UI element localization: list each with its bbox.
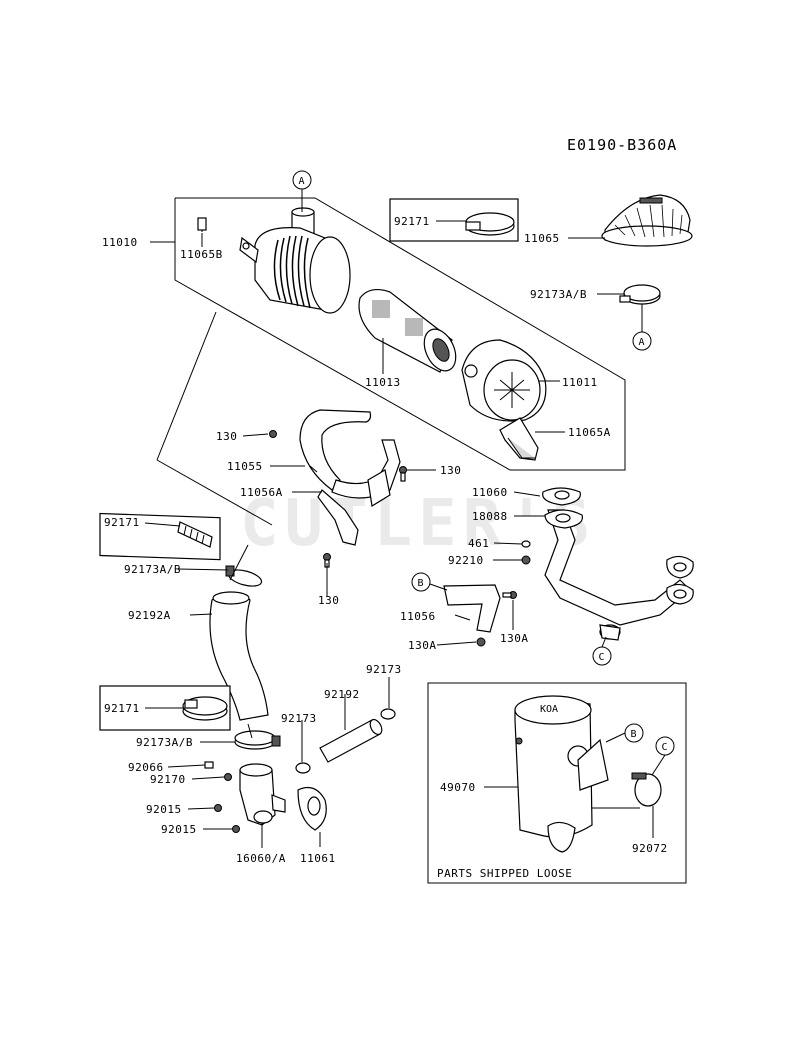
svg-text:B: B <box>631 729 637 740</box>
part-11065B-pin <box>197 217 207 232</box>
svg-text:C: C <box>599 652 605 663</box>
gasket-11060 <box>542 487 581 506</box>
clamp-92173AB-bot <box>234 730 281 750</box>
tube-92192 <box>319 718 383 763</box>
svg-text:KOA: KOA <box>540 704 558 715</box>
label-92015-b: 92015 <box>161 823 197 836</box>
leader-lines <box>144 220 654 848</box>
box-note: PARTS SHIPPED LOOSE <box>437 867 572 880</box>
label-11010: 11010 <box>102 236 138 249</box>
part-labels: 11010 11065B 92171 11065 92173A/B 11013 … <box>102 215 668 865</box>
svg-text:A: A <box>639 337 645 348</box>
label-92015-a: 92015 <box>146 803 182 816</box>
ref-circle-c-mid: C <box>592 636 612 666</box>
muffler-49070: KOA <box>514 695 609 853</box>
air-cleaner-housing <box>239 207 351 314</box>
exhaust-pipe-18088 <box>544 509 694 641</box>
svg-text:A: A <box>299 176 305 187</box>
hose-92192A <box>209 591 269 721</box>
label-92192: 92192 <box>324 688 360 701</box>
filter-element-11013 <box>358 288 457 373</box>
label-11065: 11065 <box>524 232 560 245</box>
diagram-code: E0190-B360A <box>567 136 677 154</box>
clamps-92173 <box>295 708 396 774</box>
label-92173AB-top: 92173A/B <box>530 288 587 301</box>
clamp-92171-mid <box>177 521 213 548</box>
label-11060: 11060 <box>472 486 508 499</box>
valve-11065A <box>499 417 539 461</box>
ref-circle-c-box: C <box>651 736 675 776</box>
label-461: 461 <box>468 537 489 550</box>
label-130-c: 130 <box>318 594 339 607</box>
label-18088: 18088 <box>472 510 508 523</box>
bracket-11056 <box>443 584 517 647</box>
label-92170: 92170 <box>150 773 186 786</box>
clamp-92171-bot <box>182 696 228 721</box>
label-92173AB-mid: 92173A/B <box>124 563 181 576</box>
label-11011: 11011 <box>562 376 598 389</box>
label-11065B: 11065B <box>180 248 223 261</box>
assembly-bracket-11010 <box>174 197 626 471</box>
label-130A-right: 130A <box>500 632 529 645</box>
label-11013: 11013 <box>365 376 401 389</box>
small-parts-92066-92170-92015 <box>204 761 240 833</box>
label-92173-right: 92173 <box>366 663 402 676</box>
elbow-16060A <box>239 763 286 826</box>
label-130-b: 130 <box>440 464 461 477</box>
clamp-92171-top <box>465 212 515 236</box>
label-130A-left: 130A <box>408 639 437 652</box>
label-92171-top: 92171 <box>394 215 430 228</box>
ref-circle-a-top: A <box>292 170 312 212</box>
label-92192A: 92192A <box>128 609 171 622</box>
label-11065A: 11065A <box>568 426 611 439</box>
svg-text:C: C <box>662 742 668 753</box>
bracket-11056A <box>317 469 391 546</box>
label-11056: 11056 <box>400 610 436 623</box>
ref-circle-a-right: A <box>632 304 652 351</box>
label-92173AB-bot: 92173A/B <box>136 736 193 749</box>
label-11056A: 11056A <box>240 486 283 499</box>
precleaner-11065 <box>601 194 693 247</box>
svg-text:B: B <box>418 578 424 589</box>
label-11055: 11055 <box>227 460 263 473</box>
box-parts-shipped-loose <box>427 682 687 884</box>
label-92171-mid: 92171 <box>104 516 140 529</box>
cover-11011 <box>461 339 547 422</box>
watermark: CUTLER'S <box>240 487 596 561</box>
gasket-11061 <box>297 787 327 831</box>
label-11061: 11061 <box>300 852 336 865</box>
label-16060A: 16060/A <box>236 852 286 865</box>
label-92072: 92072 <box>632 842 668 855</box>
label-49070: 49070 <box>440 781 476 794</box>
ref-circle-b-box: B <box>605 723 644 743</box>
box-92171-mid <box>99 512 221 561</box>
clamp-92173AB-mid <box>225 565 263 587</box>
ref-circle-b-mid: B <box>411 572 448 592</box>
label-92210: 92210 <box>448 554 484 567</box>
label-92066: 92066 <box>128 761 164 774</box>
label-92171-bot: 92171 <box>104 702 140 715</box>
clamp-92173AB-top <box>619 284 661 305</box>
label-92173-left: 92173 <box>281 712 317 725</box>
label-130-a: 130 <box>216 430 237 443</box>
clamp-92072 <box>631 772 662 807</box>
